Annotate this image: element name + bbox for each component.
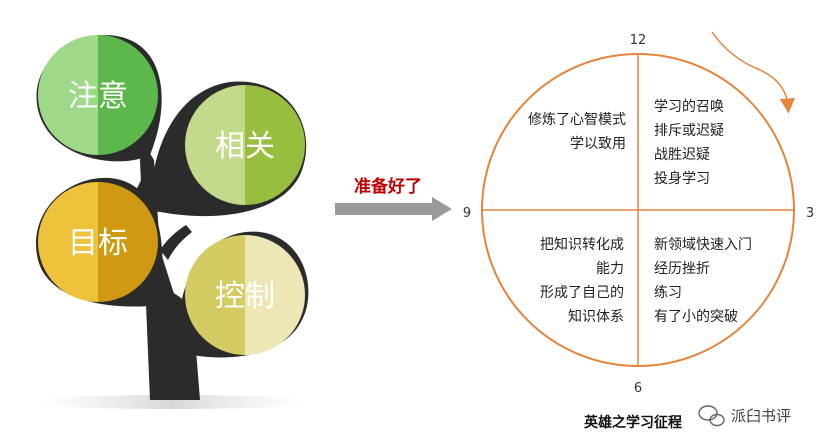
quadrant-line: 形成了自己的 <box>540 285 624 301</box>
quadrant-bottom-right: 新领域快速入门 经历挫折 练习 有了小的突破 <box>654 237 752 325</box>
quadrant-line: 把知识转化成 <box>540 236 624 253</box>
clock-number-3: 3 <box>806 206 814 221</box>
leaf-label-goal: 目标 <box>68 226 128 261</box>
quadrant-line: 新领域快速入门 <box>654 237 752 253</box>
quadrant-line: 学习的召唤 <box>654 98 724 115</box>
hero-clock: 12 3 6 9 修炼了心智模式 学以致用 学习的召唤 排斥或迟疑 战胜迟疑 投… <box>463 31 814 396</box>
quadrant-line: 排斥或迟疑 <box>654 123 724 139</box>
leaf-label-attention: 注意 <box>68 79 128 114</box>
quadrant-line: 能力 <box>596 261 624 277</box>
quadrant-line: 练习 <box>654 285 682 301</box>
quadrant-line: 修炼了心智模式 <box>528 112 626 128</box>
wechat-icon <box>698 405 725 427</box>
quadrant-line: 投身学习 <box>654 171 710 187</box>
quadrant-line: 有了小的突破 <box>654 309 738 325</box>
quadrant-bottom-left: 把知识转化成 能力 形成了自己的 知识体系 <box>540 236 624 325</box>
ready-arrow: 准备好了 <box>335 176 452 221</box>
clock-number-6: 6 <box>634 381 642 396</box>
leaf-attention: 注意 <box>36 35 162 162</box>
leaf-label-control: 控制 <box>215 279 275 314</box>
ground-shadow <box>37 395 307 409</box>
quadrant-line: 经历挫折 <box>654 261 710 277</box>
leaf-relevance: 相关 <box>150 81 307 217</box>
watermark: 派臼书评 <box>698 405 791 427</box>
leaf-control: 控制 <box>177 231 309 358</box>
quadrant-top-right: 学习的召唤 排斥或迟疑 战胜迟疑 投身学习 <box>654 98 724 187</box>
ready-arrow-icon <box>335 197 452 221</box>
clockwise-arrow-icon <box>711 31 795 114</box>
leaf-goal: 目标 <box>35 177 163 307</box>
quadrant-top-left: 修炼了心智模式 学以致用 <box>528 112 626 152</box>
leaf-label-relevance: 相关 <box>215 129 275 164</box>
ready-label: 准备好了 <box>354 176 422 197</box>
quadrant-line: 战胜迟疑 <box>654 147 710 163</box>
quadrant-line: 知识体系 <box>568 308 624 325</box>
clock-number-12: 12 <box>630 33 647 48</box>
clock-number-9: 9 <box>463 206 471 221</box>
diagram-title: 英雄之学习征程 <box>583 414 682 431</box>
watermark-text: 派臼书评 <box>731 407 791 425</box>
quadrant-line: 学以致用 <box>570 136 626 152</box>
